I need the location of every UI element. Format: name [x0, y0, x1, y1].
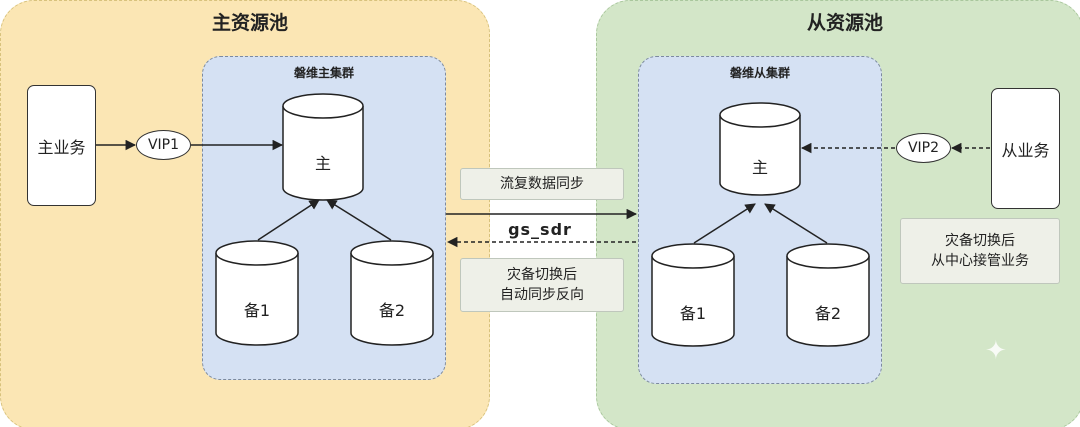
- primary-backup2-node: [350, 240, 434, 346]
- standby-main-node: [719, 102, 801, 196]
- standby-backup1-to-main-arrow: [693, 203, 756, 244]
- standby-pool-title: 从资源池: [806, 12, 883, 34]
- takeover-note: 灾备切换后 从中心接管业务: [900, 218, 1060, 284]
- standby-cluster-title: 磐维从集群: [729, 66, 790, 80]
- standby-main-label: 主: [751, 158, 768, 177]
- stream-sync-note: 流复数据同步: [460, 168, 624, 200]
- primary-backup2-label: 备2: [378, 301, 406, 320]
- vip1-node: VIP1: [136, 130, 191, 160]
- vip1-label: VIP1: [147, 137, 180, 153]
- primary-main-label: 主: [314, 154, 331, 173]
- standby-backup1-node: [651, 243, 735, 347]
- standby-backup2-to-main-arrow: [764, 203, 828, 244]
- standby-backup2-node: [786, 243, 870, 347]
- primary-service-label: 主业务: [37, 137, 86, 157]
- backup1-to-main-arrow: [257, 199, 320, 241]
- primary-backup1-node: [215, 240, 299, 346]
- standby-backup2-label: 备2: [814, 304, 842, 323]
- backup2-to-main-arrow: [326, 199, 392, 241]
- sparkle-icon: ✦: [985, 336, 1007, 366]
- vip2-node: VIP2: [896, 133, 951, 163]
- standby-service-label: 从业务: [1001, 140, 1050, 160]
- primary-cluster-title: 磐维主集群: [293, 66, 354, 80]
- primary-service-box: 主业务: [27, 85, 96, 206]
- reverse-sync-note: 灾备切换后 自动同步反向: [460, 258, 624, 312]
- standby-backup1-label: 备1: [679, 304, 707, 323]
- gs-sdr-label: gs_sdr: [508, 219, 572, 239]
- vip2-label: VIP2: [907, 140, 940, 156]
- primary-main-node: [282, 93, 364, 201]
- primary-pool-title: 主资源池: [211, 12, 288, 34]
- standby-service-box: 从业务: [991, 88, 1060, 209]
- primary-backup1-label: 备1: [243, 301, 271, 320]
